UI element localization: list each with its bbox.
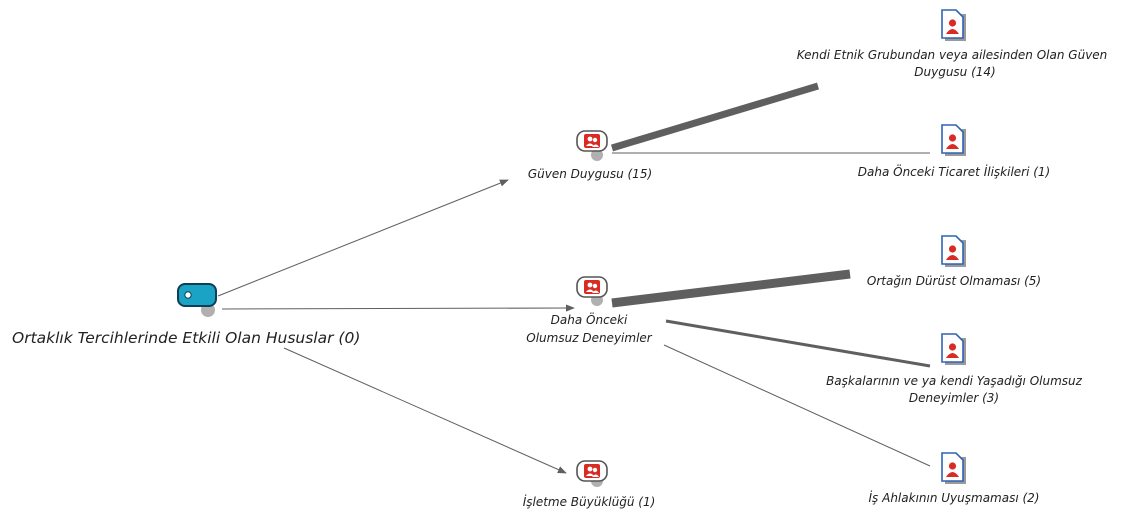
case-ahlak-label[interactable]: İş Ahlakının Uyuşmaması (2) (868, 491, 1040, 505)
edge-root-to-isletme (283, 347, 567, 474)
case-baskalari-label-line1[interactable]: Başkalarının ve ya kendi Yaşadığı Olumsu… (826, 374, 1082, 388)
edge-olumsuz-to-baskalari (665, 319, 931, 368)
edge-root-to-olumsuz (221, 304, 575, 312)
case-baskalari-label-line2[interactable]: Deneyimler (3) (908, 391, 1000, 405)
group-case-icon-isletme[interactable] (576, 460, 608, 487)
person-document-icon-baskalari[interactable] (941, 333, 966, 365)
group-case-icon-olumsuz[interactable] (576, 276, 608, 306)
root-node-label[interactable]: Ortaklık Tercihlerinde Etkili Olan Husus… (12, 329, 361, 347)
case-etnik-label-line2[interactable]: Duygusu (14) (914, 65, 996, 79)
case-durust-label[interactable]: Ortağın Dürüst Olmaması (5) (866, 274, 1042, 288)
theme-olumsuz-label-line2[interactable]: Olumsuz Deneyimler (526, 331, 652, 345)
person-document-icon-durust[interactable] (941, 235, 966, 267)
theme-guven-label[interactable]: Güven Duygusu (15) (527, 167, 653, 181)
person-document-icon-ticaret[interactable] (941, 124, 966, 156)
theme-olumsuz-label-line1[interactable]: Daha Önceki (550, 313, 628, 327)
tag-icon[interactable] (177, 283, 217, 317)
edge-olumsuz-to-durust (611, 269, 851, 308)
case-ticaret-label[interactable]: Daha Önceki Ticaret İlişkileri (1) (857, 165, 1051, 179)
person-document-icon-ahlak[interactable] (941, 452, 966, 484)
theme-isletme-label[interactable]: İşletme Büyüklüğü (1) (522, 495, 656, 509)
group-case-icon-guven[interactable] (576, 130, 608, 161)
person-document-icon-etnik[interactable] (941, 9, 966, 41)
edge-root-to-guven (217, 179, 509, 297)
edge-olumsuz-to-ahlak (663, 344, 931, 467)
case-etnik-label-line1[interactable]: Kendi Etnik Grubundan veya ailesinden Ol… (796, 48, 1108, 62)
edge-guven-to-etnik (610, 82, 820, 152)
